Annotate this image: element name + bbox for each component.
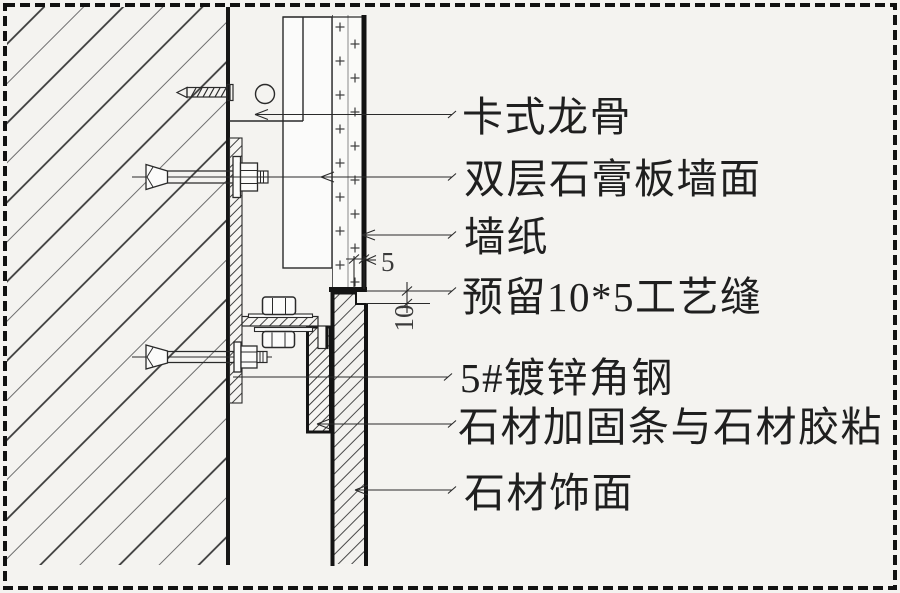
dim-text-seam-depth: 5 — [381, 247, 395, 277]
leader-reserved-seam — [366, 287, 457, 295]
anchor-washer — [233, 341, 242, 373]
wall-hatch — [7, 7, 227, 565]
leader-angle-steel — [233, 373, 453, 381]
stone-hatch-body — [334, 294, 364, 564]
expansion-notch — [146, 347, 154, 367]
label-stone-strip: 石材加固条与石材胶粘 — [458, 404, 883, 450]
leader-clip-keel — [254, 108, 457, 121]
screw-threads — [190, 87, 227, 98]
label-angle-steel: 5#镀锌角钢 — [460, 355, 674, 401]
bolt-and-nuts — [247, 296, 314, 349]
leader-stone-finish — [354, 484, 457, 496]
gypsum-plus-texture — [332, 15, 362, 289]
expansion-notch — [146, 166, 154, 188]
leader-lines — [233, 108, 457, 496]
label-stone-finish: 石材饰面 — [464, 470, 634, 516]
leader-stone-strip — [316, 418, 457, 430]
gypsum-boards — [283, 15, 367, 292]
leader-double-gypsum — [233, 171, 457, 183]
hex-nut-top — [261, 296, 297, 316]
keel-body — [282, 16, 333, 269]
callout-labels: 卡式龙骨 双层石膏板墙面 墙纸 预留10*5工艺缝 5#镀锌角钢 石材加固条与石… — [458, 94, 883, 516]
tapping-screw-icon — [175, 83, 234, 102]
anchor-thread-tip — [256, 350, 268, 364]
concrete-wall — [7, 7, 230, 565]
anchor-nut — [240, 345, 258, 369]
label-reserved-seam: 预留10*5工艺缝 — [462, 274, 763, 320]
stone-panel — [330, 291, 368, 566]
circle-marker — [254, 83, 276, 105]
label-clip-keel: 卡式龙骨 — [462, 94, 632, 140]
label-wallpaper: 墙纸 — [464, 214, 549, 260]
label-double-gypsum: 双层石膏板墙面 — [464, 156, 762, 202]
expansion-anchor-lower — [132, 341, 272, 373]
leader-wallpaper — [361, 229, 457, 241]
embedded-steel-plate — [228, 137, 243, 404]
hex-nut-bottom — [261, 330, 296, 349]
dashed-border — [3, 3, 897, 590]
dim-text-seam-height: 10 — [389, 305, 419, 332]
dimension-seam-depth — [346, 254, 377, 289]
dimension-seam-height — [366, 282, 430, 313]
